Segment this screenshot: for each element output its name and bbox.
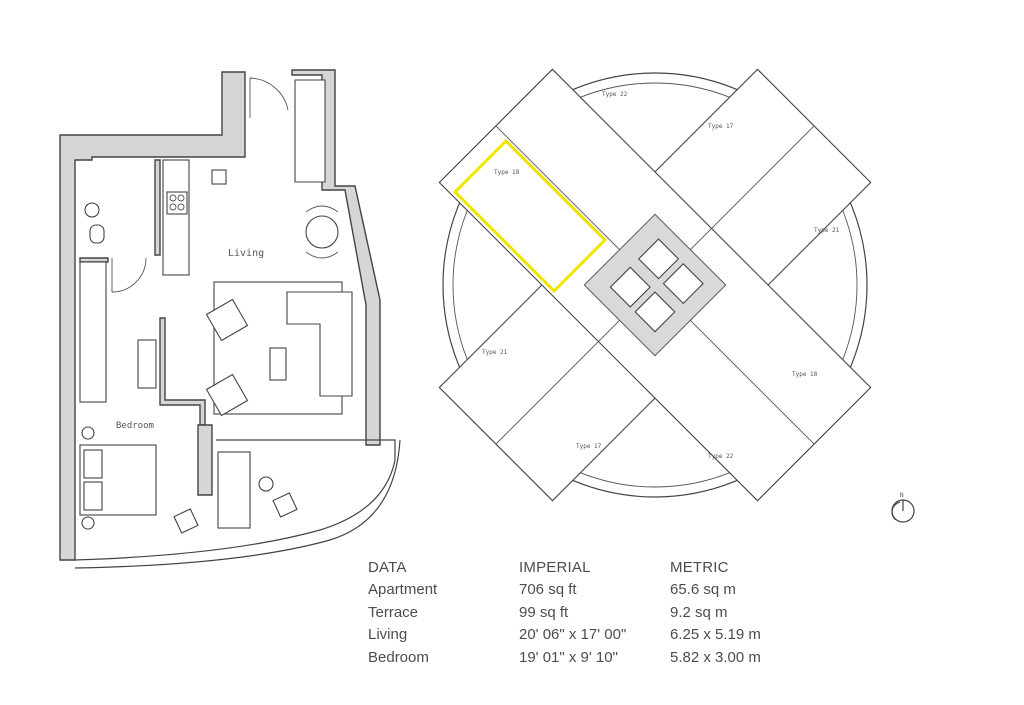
building-key-plan: Type 22 Type 17 Type 21 Type 18 Type 22 … (438, 68, 900, 520)
room-label-bedroom: Bedroom (116, 421, 154, 431)
lift (637, 238, 680, 280)
table-cell: Living (368, 626, 408, 644)
party-wall (495, 320, 620, 445)
unit-label: Type 17 (576, 443, 602, 450)
sink (211, 169, 227, 185)
unit-label: Type 21 (814, 227, 840, 234)
party-wall (690, 320, 815, 445)
selected-apartment-highlight (452, 138, 608, 294)
dining-table (305, 215, 339, 249)
party-wall (690, 125, 815, 250)
exterior-wall-right (291, 69, 381, 446)
bedside-lamp (81, 516, 95, 530)
table-row: Terrace 99 sq ft 9.2 sq m (362, 601, 790, 624)
unit-label: Type 17 (708, 123, 734, 130)
bathroom-wall (154, 159, 161, 256)
hob-ring (169, 203, 177, 211)
wardrobe (79, 261, 107, 403)
unit-label: Type 22 (602, 91, 628, 98)
sofa (286, 291, 353, 397)
kitchen-counter (162, 159, 190, 276)
terrace-edge (74, 439, 401, 569)
basin (84, 202, 100, 218)
table-cell: Apartment (368, 581, 438, 599)
armchair (205, 298, 249, 342)
table-cell: 9.2 sq m (670, 603, 728, 621)
hob-ring (177, 194, 185, 202)
area-table: DATA IMPERIAL METRIC Apartment 706 sq ft… (362, 556, 790, 669)
pillow (83, 481, 103, 511)
unit-label: Type 21 (482, 349, 508, 356)
pillow (83, 449, 103, 479)
coffee-table (269, 347, 287, 381)
armchair (205, 373, 249, 417)
entry-door (249, 77, 289, 118)
north-label: N (900, 492, 904, 499)
lift (609, 266, 651, 308)
tower-footprint (438, 68, 872, 502)
party-wall (495, 125, 620, 250)
table-row: Apartment 706 sq ft 65.6 sq m (362, 579, 790, 602)
bedroom-chair (173, 508, 199, 534)
unit-label: Type 22 (708, 453, 734, 460)
column-header: METRIC (670, 558, 729, 576)
hob-ring (177, 203, 185, 211)
column-header: IMPERIAL (519, 558, 591, 576)
lift (662, 263, 704, 305)
terrace-door-wall (197, 424, 213, 496)
table-cell: 20' 06" x 17' 00" (519, 626, 627, 644)
desk (137, 339, 157, 389)
hob (166, 191, 188, 215)
table-cell: 19' 01" x 9' 10" (519, 648, 618, 666)
north-arrow: N (891, 492, 915, 523)
room-label-living: Living (228, 248, 264, 259)
table-cell: Terrace (368, 603, 419, 621)
bathroom-door (111, 257, 147, 293)
column-header: DATA (368, 558, 407, 576)
table-cell: 99 sq ft (519, 603, 569, 621)
bedroom-partition (159, 317, 206, 426)
terrace-stool (258, 476, 274, 492)
unit-label: Type 18 (792, 371, 818, 378)
table-cell: 5.82 x 3.00 m (670, 648, 761, 666)
terrace-outline (74, 439, 396, 561)
hob-ring (169, 194, 177, 202)
wc (89, 224, 105, 244)
apartment-floor-plan: Living Bedroom (59, 69, 401, 569)
exterior-wall (59, 71, 246, 561)
table-cell: 65.6 sq m (670, 581, 736, 599)
table-row: Bedroom 19' 01" x 9' 10" 5.82 x 3.00 m (362, 646, 790, 669)
unit-label: Type 18 (494, 169, 520, 176)
table-row: Living 20' 06" x 17' 00" 6.25 x 5.19 m (362, 624, 790, 647)
table-cell: 6.25 x 5.19 m (670, 626, 761, 644)
wardrobe-wall (79, 257, 109, 263)
terrace-lounger (217, 451, 251, 529)
table-header-row: DATA IMPERIAL METRIC (362, 556, 790, 579)
shaft-box (294, 79, 326, 183)
bedside-lamp (81, 426, 95, 440)
table-cell: Bedroom (368, 648, 429, 666)
terrace-chair (272, 492, 298, 518)
table-cell: 706 sq ft (519, 581, 577, 599)
lift (634, 291, 676, 333)
dining-chairs (305, 205, 339, 259)
